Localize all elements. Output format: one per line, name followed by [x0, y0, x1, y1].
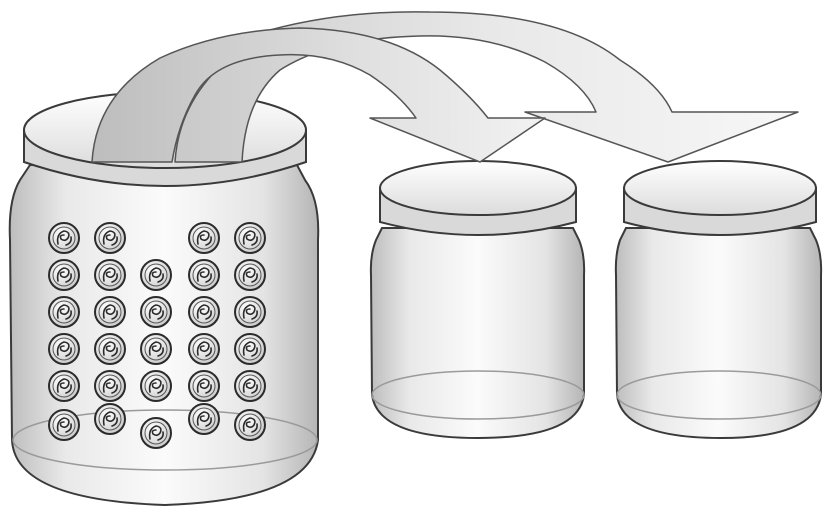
coin [189, 297, 219, 327]
coin [141, 334, 171, 364]
coin [95, 297, 125, 327]
coin [95, 334, 125, 364]
coin [95, 223, 125, 253]
coin [49, 334, 79, 364]
arrow-1-shape [92, 28, 545, 162]
source-jar-body [10, 165, 319, 505]
destination-jar-1-body [371, 228, 584, 438]
destination-jar-1-mouth [380, 161, 576, 215]
coin [235, 371, 265, 401]
coin [235, 223, 265, 253]
coin [141, 260, 171, 290]
coin [141, 297, 171, 327]
coin [189, 404, 219, 434]
coin [49, 260, 79, 290]
coin [49, 297, 79, 327]
coin [49, 410, 79, 440]
coin [49, 223, 79, 253]
coin [95, 260, 125, 290]
coin [95, 371, 125, 401]
coin [141, 371, 171, 401]
destination-jar-2-body [616, 228, 821, 438]
coin [189, 334, 219, 364]
coin [189, 260, 219, 290]
coin [189, 223, 219, 253]
coin [235, 334, 265, 364]
coin [95, 404, 125, 434]
arrow-to-destination-jar-1 [92, 28, 545, 162]
coin [235, 410, 265, 440]
destination-jar-2 [616, 161, 821, 438]
coin [141, 418, 171, 448]
coin [189, 371, 219, 401]
coin [49, 371, 79, 401]
destination-jar-1 [371, 161, 584, 438]
coin [235, 260, 265, 290]
coin [235, 297, 265, 327]
destination-jar-2-mouth [624, 161, 816, 215]
